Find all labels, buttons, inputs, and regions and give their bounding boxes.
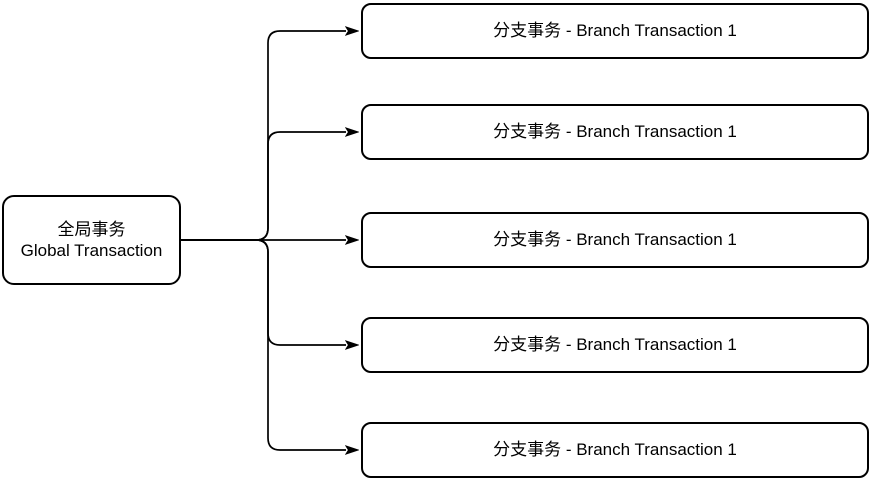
global-transaction-label-zh: 全局事务 xyxy=(57,219,126,239)
branch-transaction-node-4: 分支事务 - Branch Transaction 1 xyxy=(361,317,869,373)
branch-transaction-node-2: 分支事务 - Branch Transaction 1 xyxy=(361,104,869,160)
connector-root-to-branch-1 xyxy=(181,31,346,241)
branch-transaction-label: 分支事务 - Branch Transaction 1 xyxy=(493,230,737,250)
branch-transaction-node-3: 分支事务 - Branch Transaction 1 xyxy=(361,212,869,268)
global-transaction-node: 全局事务 Global Transaction xyxy=(2,195,181,285)
connector-root-to-branch-2 xyxy=(181,132,346,241)
branch-transaction-label: 分支事务 - Branch Transaction 1 xyxy=(493,122,737,142)
branch-transaction-node-1: 分支事务 - Branch Transaction 1 xyxy=(361,3,869,59)
global-transaction-label-en: Global Transaction xyxy=(20,241,163,260)
connector-root-to-branch-4 xyxy=(181,239,346,345)
branch-transaction-label: 分支事务 - Branch Transaction 1 xyxy=(493,440,737,460)
branch-transaction-label: 分支事务 - Branch Transaction 1 xyxy=(493,335,737,355)
branch-transaction-label: 分支事务 - Branch Transaction 1 xyxy=(493,21,737,41)
branch-transaction-node-5: 分支事务 - Branch Transaction 1 xyxy=(361,422,869,478)
connector-root-to-branch-5 xyxy=(181,239,346,450)
